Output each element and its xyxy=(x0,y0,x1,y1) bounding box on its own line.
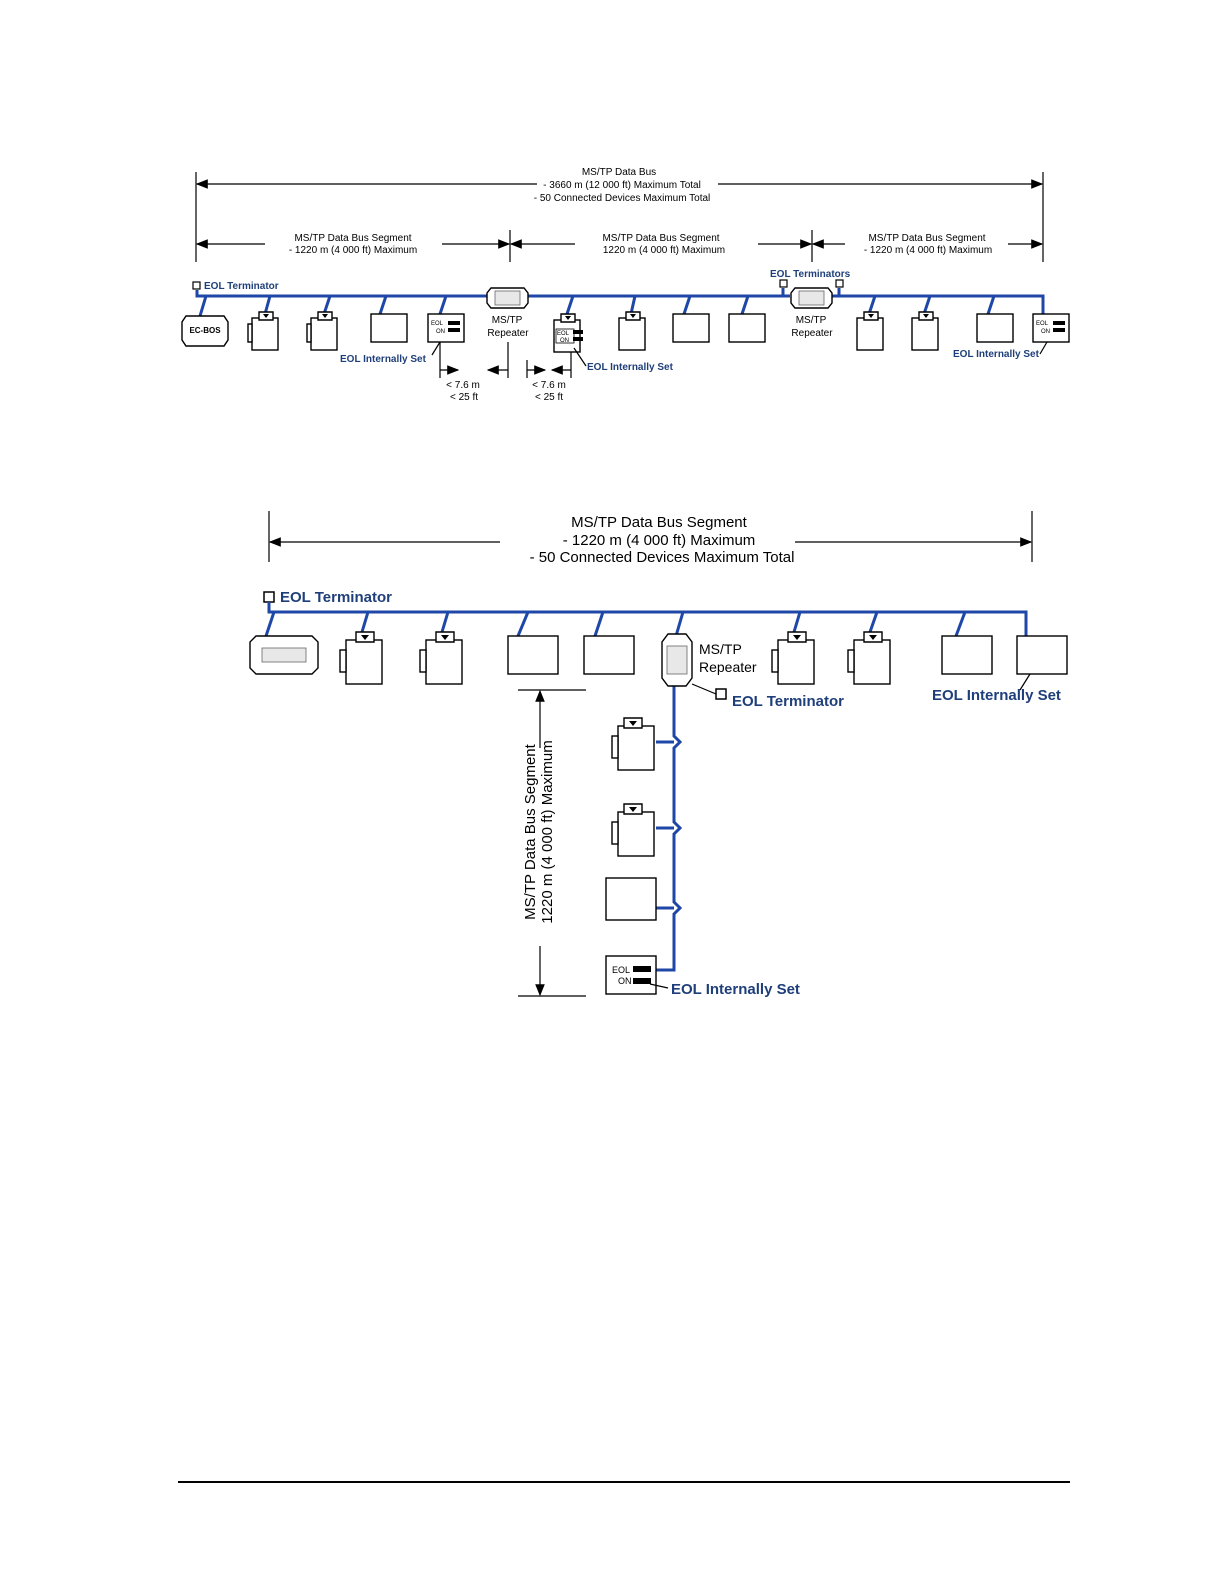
eol-switch-module: EOL ON xyxy=(1032,313,1070,343)
bus-segment-1 xyxy=(195,290,488,298)
callout-line xyxy=(1039,341,1048,355)
repeater-label-b: Repeater xyxy=(699,659,757,675)
io-module xyxy=(605,877,657,921)
mstp-repeater-2: MS/TP Repeater xyxy=(790,287,833,339)
repeater-1-label-a: MS/TP xyxy=(492,315,523,326)
repeater-2-label-a: MS/TP xyxy=(796,315,827,326)
segment-title: MS/TP Data Bus Segment xyxy=(571,514,747,531)
io-module xyxy=(941,635,993,675)
ec-bos-controller: EC-BOS xyxy=(181,315,229,347)
seg1-title: MS/TP Data Bus Segment xyxy=(294,233,411,244)
io-module xyxy=(507,635,559,675)
eol-internally-set-1: EOL Internally Set xyxy=(340,354,427,365)
eol-terminators-label: EOL Terminators xyxy=(770,269,851,280)
switch-on-text: ON xyxy=(560,338,569,344)
controller-device xyxy=(247,311,279,351)
controller-device xyxy=(618,311,646,351)
eol-switch-module: EOL ON xyxy=(427,313,465,343)
footer-rule xyxy=(178,1481,1070,1483)
diagram-2-single-segment: MS/TP Data Bus Segment - 1220 m (4 000 f… xyxy=(249,511,1068,998)
supervisor-controller xyxy=(249,635,319,675)
callout-line xyxy=(573,347,587,367)
io-module xyxy=(728,313,766,343)
distance-1-ft: < 25 ft xyxy=(450,392,478,403)
eol-switch-module: EOL ON xyxy=(605,955,657,995)
bus-drops xyxy=(264,611,967,637)
bus-segment-3 xyxy=(832,294,1045,314)
eol-internally-set-3: EOL Internally Set xyxy=(953,349,1040,360)
controller-device: EOL ON xyxy=(553,313,583,353)
callout-line xyxy=(431,341,441,356)
distance-2-ft: < 25 ft xyxy=(535,392,563,403)
repeater-label-a: MS/TP xyxy=(699,641,742,657)
bus-length: - 3660 m (12 000 ft) Maximum Total xyxy=(543,180,701,191)
io-module xyxy=(583,635,635,675)
controller-device xyxy=(611,717,655,771)
switch-eol-text: EOL xyxy=(431,321,444,327)
callout-line xyxy=(691,683,717,695)
repeater-1-label-b: Repeater xyxy=(487,328,529,339)
io-module xyxy=(672,313,710,343)
vertical-segment-title: MS/TP Data Bus Segment xyxy=(522,743,539,919)
repeater-2-label-b: Repeater xyxy=(791,328,833,339)
switch-eol-text: EOL xyxy=(612,965,630,975)
controller-device xyxy=(771,631,815,685)
controller-device xyxy=(339,631,383,685)
eol-terminator-icon xyxy=(835,279,844,288)
seg3-length: - 1220 m (4 000 ft) Maximum xyxy=(864,245,992,256)
vertical-bus xyxy=(656,684,683,972)
distance-1-m: < 7.6 m xyxy=(446,380,480,391)
bus-title: MS/TP Data Bus xyxy=(582,167,656,178)
controller-device xyxy=(306,311,338,351)
bus-devices: - 50 Connected Devices Maximum Total xyxy=(534,193,711,204)
distance-2-m: < 7.6 m xyxy=(532,380,566,391)
switch-on-text: ON xyxy=(1041,329,1050,335)
switch-on-text: ON xyxy=(618,976,632,986)
io-module xyxy=(1016,635,1068,675)
eol-terminator-top-label: EOL Terminator xyxy=(280,589,392,606)
controller-device xyxy=(611,803,655,857)
eol-terminator-icon xyxy=(779,279,788,288)
bus-drops xyxy=(198,295,996,317)
seg2-length: 1220 m (4 000 ft) Maximum xyxy=(603,245,725,256)
eol-terminator-icon xyxy=(715,688,727,700)
callout-line xyxy=(649,983,669,989)
controller-device xyxy=(847,631,891,685)
segment-devices: - 50 Connected Devices Maximum Total xyxy=(530,549,795,566)
eol-terminator-label: EOL Terminator xyxy=(204,281,279,292)
mstp-repeater-1: MS/TP Repeater xyxy=(486,287,529,339)
eol-terminator-repeater-label: EOL Terminator xyxy=(732,693,844,710)
eol-terminator-icon xyxy=(192,281,201,290)
eol-terminator-icon xyxy=(263,591,275,603)
seg3-title: MS/TP Data Bus Segment xyxy=(868,233,985,244)
switch-on-text: ON xyxy=(436,329,445,335)
mstp-repeater: MS/TP Repeater xyxy=(661,633,757,687)
eol-internally-set-2: EOL Internally Set xyxy=(587,362,674,373)
seg1-length: - 1220 m (4 000 ft) Maximum xyxy=(289,245,417,256)
eol-internally-set-bottom: EOL Internally Set xyxy=(671,981,800,998)
switch-eol-text: EOL xyxy=(557,331,570,337)
vertical-segment-length: 1220 m (4 000 ft) Maximum xyxy=(539,740,556,923)
segment-length: - 1220 m (4 000 ft) Maximum xyxy=(563,532,756,549)
io-module xyxy=(976,313,1014,343)
seg2-title: MS/TP Data Bus Segment xyxy=(602,233,719,244)
controller-device xyxy=(419,631,463,685)
callout-line xyxy=(1019,673,1031,691)
ec-bos-label: EC-BOS xyxy=(189,326,221,335)
controller-device xyxy=(911,311,939,351)
diagram-1-multi-segment: MS/TP Data Bus - 3660 m (12 000 ft) Maxi… xyxy=(181,167,1070,403)
io-module xyxy=(370,313,408,343)
main-bus xyxy=(267,602,1028,636)
switch-eol-text: EOL xyxy=(1036,321,1049,327)
controller-device xyxy=(856,311,884,351)
eol-internally-set-right: EOL Internally Set xyxy=(932,687,1061,704)
